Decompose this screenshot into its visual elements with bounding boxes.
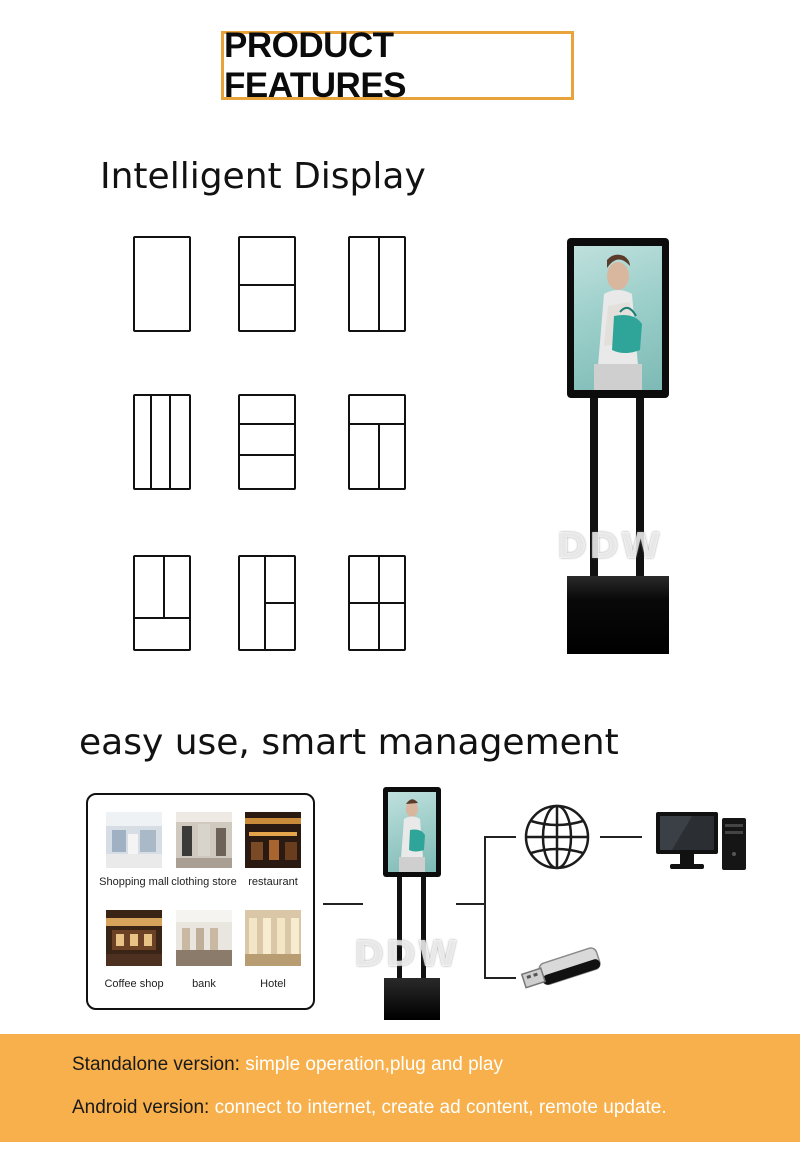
layout-icon-single: [133, 236, 191, 332]
small-kiosk-pole-left: [397, 877, 402, 982]
venue-label: bank: [192, 978, 216, 990]
connector-line: [323, 903, 363, 905]
standalone-description: simple operation,plug and play: [239, 1054, 503, 1075]
venue-image-hotel: [245, 910, 301, 966]
venue-image-shopping-mall: [106, 812, 162, 868]
layout-icon-left-column-right-split: [238, 555, 296, 651]
venue-label: restaurant: [248, 876, 298, 888]
footer-band: [0, 1034, 800, 1142]
kiosk-screen-image: [574, 246, 662, 390]
small-kiosk-screen-image: [388, 792, 436, 872]
footer-standalone-line: Standalone version: simple operation,plu…: [72, 1054, 503, 1076]
section-title-intelligent-display: Intelligent Display: [100, 156, 426, 197]
layout-icon-horizontal-split: [238, 236, 296, 332]
layout-icon-three-rows: [238, 394, 296, 490]
android-label: Android version:: [72, 1097, 210, 1118]
venue-image-clothing-store: [176, 812, 232, 868]
venue-label: Shopping mall: [99, 876, 169, 888]
standalone-label: Standalone version:: [72, 1054, 240, 1075]
page-title: PRODUCT FEATURES: [224, 25, 407, 105]
layout-icon-three-columns: [133, 394, 191, 490]
venue-label: Hotel: [260, 978, 286, 990]
connector-line: [456, 903, 486, 905]
kiosk-pole-right: [636, 398, 644, 578]
connector-line: [600, 836, 642, 838]
venue-image-restaurant: [245, 812, 301, 868]
globe-icon: [523, 803, 591, 871]
footer-android-line: Android version: connect to internet, cr…: [72, 1097, 667, 1119]
layout-icon-top-bar-two-columns: [348, 394, 406, 490]
android-description: connect to internet, create ad content, …: [209, 1097, 667, 1118]
usb-drive-icon: [516, 944, 606, 994]
venue-image-coffee-shop: [106, 910, 162, 966]
connector-line: [484, 836, 486, 979]
venue-label: Coffee shop: [104, 978, 164, 990]
kiosk-pole-left: [590, 398, 598, 578]
desktop-computer-icon: [652, 806, 752, 876]
watermark-text: DDW: [557, 526, 663, 567]
header-frame: PRODUCT FEATURES: [221, 26, 574, 105]
section-title-easy-use: easy use, smart management: [79, 722, 619, 763]
connector-line: [484, 836, 516, 838]
watermark-text: DDW: [354, 934, 460, 975]
connector-line: [484, 977, 516, 979]
venue-label: clothing store: [171, 876, 237, 888]
layout-icon-quad-split: [348, 555, 406, 651]
small-kiosk-base: [384, 978, 440, 1020]
layout-icon-vertical-split: [348, 236, 406, 332]
small-kiosk-pole-right: [421, 877, 426, 982]
kiosk-base: [567, 576, 669, 654]
layout-icon-two-top-one-bottom: [133, 555, 191, 651]
venue-image-bank: [176, 910, 232, 966]
